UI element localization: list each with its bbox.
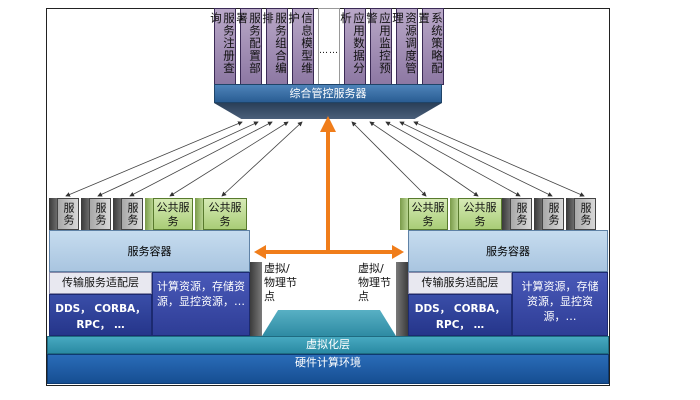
orange-arrows (254, 116, 404, 259)
left-service-box: 服务 (121, 198, 143, 230)
left-public-side (145, 198, 153, 230)
left-service-container: 服务容器 (49, 230, 250, 272)
right-public-service: 公共服务 (458, 198, 502, 230)
right-service-container: 服务容器 (408, 230, 608, 272)
management-server-bar: 综合管控服务器 (214, 84, 442, 103)
left-node-shadow (250, 262, 262, 336)
left-service-side (113, 198, 123, 230)
right-links (351, 121, 585, 197)
right-service-box: 服务 (542, 198, 564, 230)
left-service-box: 服务 (57, 198, 79, 230)
top-service-box: 服务配置部署 (235, 8, 262, 85)
left-public-service: 公共服务 (203, 198, 247, 230)
left-service-box: 服务 (89, 198, 111, 230)
left-protocols: DDS， CORBA，RPC， … (49, 294, 152, 336)
left-public-service: 公共服务 (153, 198, 193, 230)
right-service-side (566, 198, 576, 230)
top-service-box: 服务注册查询 (209, 8, 236, 85)
left-links (65, 121, 303, 197)
right-public-side (400, 198, 408, 230)
management-server-base (214, 103, 442, 119)
right-protocols: DDS， CORBA，RPC， … (408, 294, 512, 336)
top-service-box: 应用数据分析 (339, 8, 366, 85)
top-service-box: 系统策略配置 (417, 8, 444, 85)
right-public-service: 公共服务 (408, 198, 448, 230)
top-service-box: 服务组合编排 (261, 8, 288, 85)
virtualization-layer: 虚拟化层 (47, 336, 609, 354)
left-public-side (195, 198, 203, 230)
right-node-shadow (396, 262, 408, 336)
right-service-side (502, 198, 512, 230)
right-transport-adapter: 传输服务适配层 (408, 272, 512, 294)
right-service-box: 服务 (574, 198, 596, 230)
right-compute-resources: 计算资源，存储资源，显控资源，… (512, 272, 608, 336)
center-floor (262, 310, 396, 336)
hardware-environment: 硬件计算环境 (47, 354, 609, 384)
right-service-box: 服务 (510, 198, 532, 230)
left-service-side (81, 198, 91, 230)
top-service-box: 信息模型维护 (287, 8, 314, 85)
left-compute-resources: 计算资源，存储资源，显控资源，… (152, 272, 250, 336)
left-node-label: 虚拟/物理节点 (264, 262, 297, 303)
top-service-box: 应用监控预警 (365, 8, 392, 85)
right-public-side (450, 198, 458, 230)
top-service-box: 资源调度管理 (391, 8, 418, 85)
right-service-side (534, 198, 544, 230)
left-transport-adapter: 传输服务适配层 (49, 272, 152, 294)
right-node-label: 虚拟/物理节点 (358, 262, 391, 303)
left-service-side (49, 198, 59, 230)
